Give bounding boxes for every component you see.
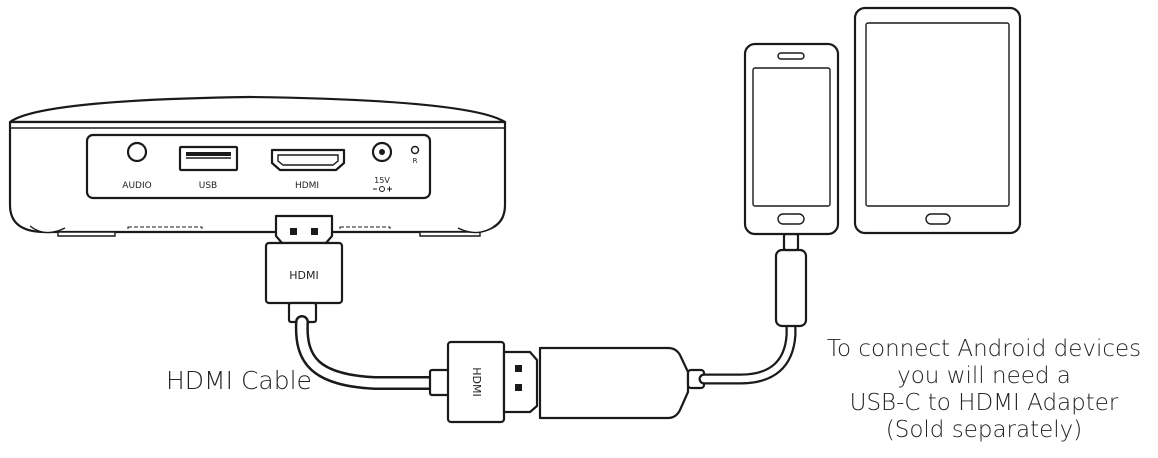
projector: AUDIO USB HDMI 15V [8, 95, 507, 237]
hdmi-plug-label: HDMI [289, 269, 318, 282]
usb-c-to-hdmi-adapter [538, 232, 808, 420]
hdmi-cable: HDMI HDMI [264, 214, 539, 424]
smartphone [743, 42, 840, 236]
usb-port-label: USB [199, 181, 217, 191]
vent-left [127, 226, 203, 233]
power-port-label: 15V [374, 176, 390, 185]
audio-port: AUDIO [122, 141, 152, 191]
hdmi-adapter-plug-label: HDMI [470, 367, 483, 396]
audio-port-label: AUDIO [122, 181, 151, 191]
reset-button: R [410, 145, 420, 165]
usb-port: USB [178, 145, 239, 191]
tablet [853, 6, 1022, 235]
vent-right [339, 226, 391, 233]
adapter-note-line-1: To connect Android devices [826, 336, 1142, 362]
power-port: 15V [371, 141, 393, 192]
adapter-note-line-3: USB-C to HDMI Adapter [849, 390, 1119, 416]
hdmi-port-label: HDMI [295, 181, 319, 191]
reset-button-label: R [413, 157, 418, 165]
polarity-icon [373, 186, 392, 192]
adapter-note: To connect Android devices you will need… [810, 336, 1158, 444]
hdmi-port: HDMI [270, 148, 346, 191]
adapter-note-line-4: (Sold separately) [885, 417, 1083, 443]
adapter-note-line-2: you will need a [897, 363, 1071, 389]
hdmi-cable-caption: HDMI Cable [166, 366, 312, 395]
